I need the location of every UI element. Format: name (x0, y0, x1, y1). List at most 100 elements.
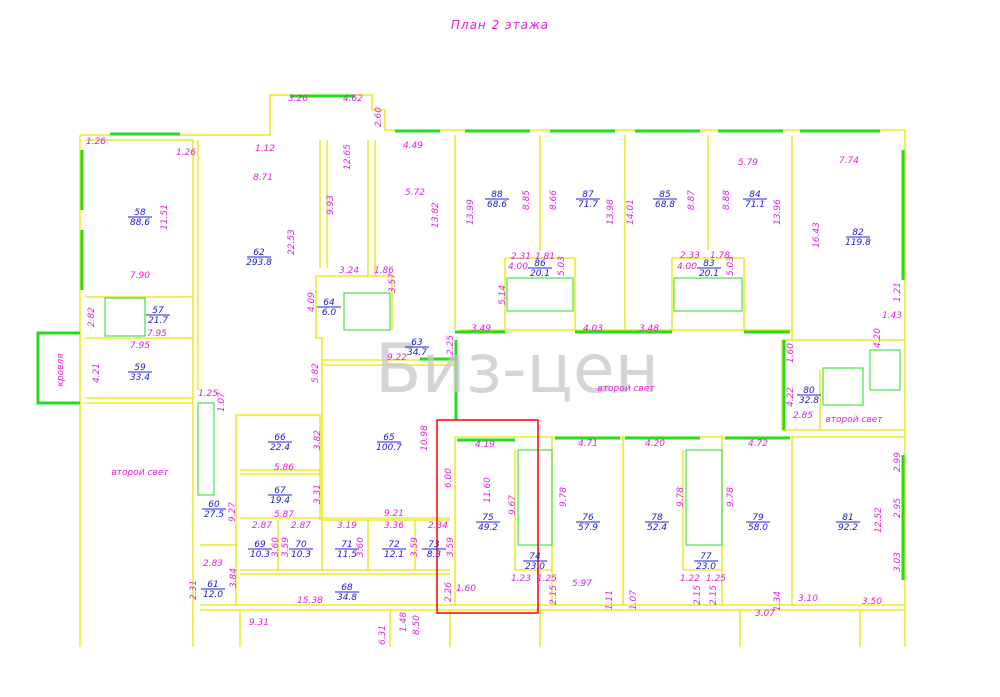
dimension-label: 8.66 (549, 190, 559, 210)
roof-note: кровля (56, 353, 66, 387)
dimension-label: 3.82 (313, 430, 323, 450)
dimension-label: 1.60 (456, 584, 476, 594)
dimension-label: 2.82 (87, 307, 97, 327)
dimension-label: 1.07 (217, 392, 227, 412)
dimension-label: 1.26 (176, 148, 196, 158)
dimension-label: 3.49 (471, 324, 491, 334)
room-area: 8.3 (427, 550, 442, 560)
dimension-label: 1.34 (773, 591, 783, 611)
dimension-label: 3.60 (271, 537, 281, 557)
dimension-label: 11.51 (160, 204, 170, 230)
dimension-label: 8.87 (687, 190, 697, 210)
dimension-label: 9.78 (676, 487, 686, 507)
dimension-label: 9.21 (384, 509, 404, 519)
room-area: 92.2 (838, 523, 858, 533)
dimension-label: 4.09 (307, 292, 317, 312)
dimension-label: 16.43 (812, 222, 822, 248)
dimension-label: 1.11 (605, 590, 615, 610)
highlight-frame (436, 419, 539, 614)
dimension-label: 5.72 (405, 188, 425, 198)
dimension-label: 12.65 (343, 144, 353, 170)
dimension-label: 5.87 (274, 510, 294, 520)
room-number: 70 (295, 540, 307, 550)
room-area: 34.7 (407, 348, 427, 358)
room-area: 119.8 (845, 238, 871, 248)
room-area: 88.6 (130, 218, 150, 228)
room-number: 59 (134, 363, 146, 373)
dimension-label: 1.07 (629, 590, 639, 610)
dimension-label: 1.22 (680, 574, 700, 584)
dimension-label: 4.49 (403, 141, 423, 151)
dimension-label: 1.78 (710, 251, 730, 261)
dimension-label: 13.99 (466, 199, 476, 225)
dimension-label: 3.26 (288, 94, 308, 104)
dimension-label: 5.14 (498, 285, 508, 305)
dimension-label: 2.85 (793, 411, 813, 421)
room-number: 64 (323, 298, 335, 308)
dimension-label: 9.78 (726, 487, 736, 507)
room-number: 65 (383, 433, 395, 443)
dimension-label: 1.60 (786, 343, 796, 363)
dimension-label: 2.15 (549, 585, 559, 605)
dimension-label: 10.98 (420, 425, 430, 451)
dimension-label: 7.90 (130, 271, 150, 281)
room-area: 23.0 (525, 562, 545, 572)
room-number: 62 (253, 248, 265, 258)
room-number: 68 (341, 583, 353, 593)
dimension-label: 1.48 (399, 612, 409, 632)
room-area: 33.4 (130, 373, 150, 383)
room-area: 71.1 (745, 200, 765, 210)
dimension-label: 3.57 (388, 273, 398, 293)
dimension-label: 8.50 (412, 615, 422, 635)
dimension-label: 9.27 (228, 502, 238, 522)
dimension-label: 2.33 (680, 251, 700, 261)
room-area: 12.1 (384, 550, 404, 560)
room-area: 10.3 (291, 550, 311, 560)
room-number: 88 (491, 190, 503, 200)
dimension-label: 5.79 (738, 158, 758, 168)
dimension-label: 4.21 (92, 363, 102, 383)
dimension-label: 2.26 (444, 582, 454, 602)
dimension-label: 3.84 (229, 568, 239, 588)
dimension-label: 15.38 (297, 596, 323, 606)
dimension-label: 4.22 (786, 387, 796, 407)
room-area: 11.5 (337, 550, 357, 560)
double-height-note: второй свет (597, 384, 655, 394)
dimension-label: 13.82 (431, 202, 441, 228)
dimension-label: 14.01 (626, 199, 636, 225)
dimension-label: 5.97 (572, 579, 592, 589)
dimension-label: 6.31 (378, 625, 388, 645)
dimension-label: 1.12 (255, 144, 275, 154)
room-number: 66 (274, 433, 286, 443)
room-number: 63 (411, 338, 423, 348)
dimension-label: 3.24 (339, 266, 359, 276)
dimension-label: 1.26 (86, 137, 106, 147)
room-number: 79 (752, 513, 764, 523)
room-number: 58 (134, 208, 146, 218)
room-area: 100.7 (376, 443, 402, 453)
dimension-label: 1.21 (893, 282, 903, 302)
room-number: 72 (388, 540, 400, 550)
dimension-label: 1.43 (882, 311, 902, 321)
dimension-label: 13.96 (773, 199, 783, 225)
dimension-label: 2.95 (893, 498, 903, 518)
room-area: 20.1 (699, 269, 719, 279)
dimension-label: 2.15 (693, 585, 703, 605)
room-area: 58.0 (748, 523, 768, 533)
dimension-label: 3.36 (384, 521, 404, 531)
windows (36, 94, 905, 580)
room-area: 12.0 (203, 590, 223, 600)
room-number: 74 (529, 552, 541, 562)
dimension-label: 9.31 (249, 618, 269, 628)
room-number: 73 (428, 540, 440, 550)
dimension-label: 7.95 (147, 329, 167, 339)
room-area: 6.0 (322, 308, 337, 318)
dimension-label: 3.07 (755, 609, 775, 619)
dimension-label: 3.59 (410, 537, 420, 557)
room-area: 49.2 (478, 523, 498, 533)
dimension-label: 5.03 (726, 256, 736, 276)
dimension-label: 7.74 (839, 156, 859, 166)
room-area: 34.8 (337, 593, 357, 603)
double-height-note: второй свет (111, 468, 169, 478)
dimension-label: 4.62 (343, 94, 363, 104)
